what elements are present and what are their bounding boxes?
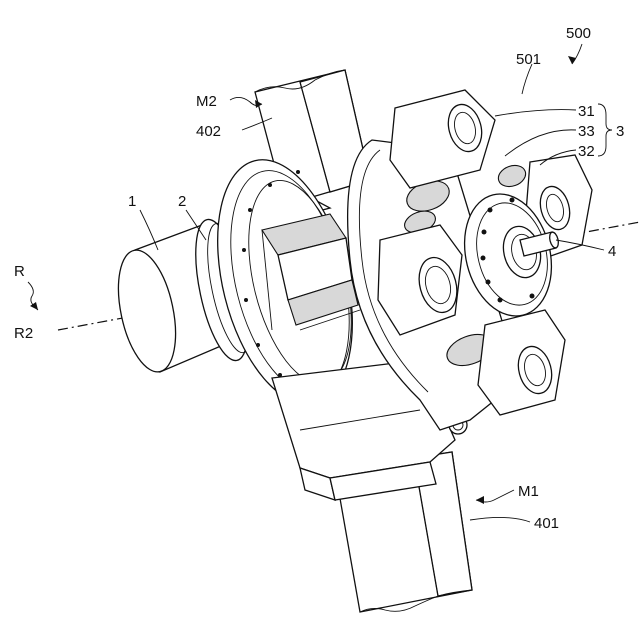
label-R2: R2 <box>14 325 33 342</box>
label-501: 501 <box>516 51 541 68</box>
label-R: R <box>14 263 25 280</box>
label-33: 33 <box>578 123 595 140</box>
label-32: 32 <box>578 143 595 160</box>
label-401: 401 <box>534 515 559 532</box>
label-2: 2 <box>178 193 186 210</box>
label-500: 500 <box>566 25 591 42</box>
label-1: 1 <box>128 193 136 210</box>
label-4: 4 <box>608 243 616 260</box>
label-402: 402 <box>196 123 221 140</box>
label-M2: M2 <box>196 93 217 110</box>
label-M1: M1 <box>518 483 539 500</box>
label-31: 31 <box>578 103 595 120</box>
hex-boss-bottom <box>478 310 565 415</box>
hex-boss-top <box>390 90 495 188</box>
label-3: 3 <box>616 123 624 140</box>
